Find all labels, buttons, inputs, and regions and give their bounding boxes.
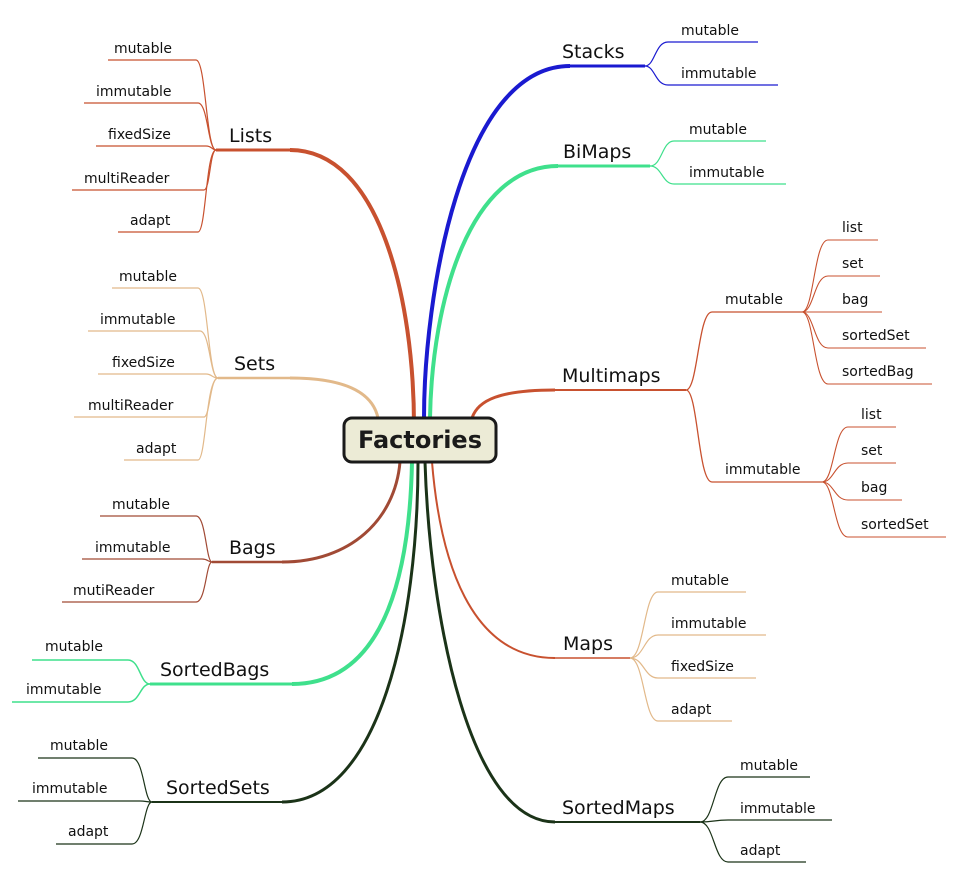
sortedbags-leaf-mutable[interactable]: mutable <box>45 639 103 655</box>
maps-leaf-adapt[interactable]: adapt <box>671 702 712 718</box>
sortedsets-leaf-adapt[interactable]: adapt <box>68 824 109 840</box>
multimaps-mutable-leaf-sortedbag[interactable]: sortedBag <box>842 364 914 380</box>
bimaps-leaf-immutable[interactable]: immutable <box>689 165 765 181</box>
multimaps-sub-lines <box>685 311 822 483</box>
sortedsets-children <box>18 757 153 845</box>
center-label: Factories <box>358 426 482 454</box>
sortedmaps-leaf-adapt[interactable]: adapt <box>740 843 781 859</box>
branch-label-sortedmaps[interactable]: SortedMaps <box>562 797 675 819</box>
lists-children <box>72 59 217 233</box>
multimaps-immutable-leaf-set[interactable]: set <box>861 443 883 459</box>
branch-label-stacks[interactable]: Stacks <box>562 41 625 63</box>
sortedsets-leaf-mutable[interactable]: mutable <box>50 738 108 754</box>
multimaps-mutable-leaf-set[interactable]: set <box>842 256 864 272</box>
multimaps-mutable-leaf-list[interactable]: list <box>842 220 863 236</box>
branch-label-sortedbags[interactable]: SortedBags <box>160 659 269 681</box>
branch-line-sortedsets <box>281 461 420 804</box>
multimaps-immutable-leaf-sortedset[interactable]: sortedSet <box>861 517 929 533</box>
branch-label-sortedsets[interactable]: SortedSets <box>166 777 270 799</box>
lists-leaf-fixedsize[interactable]: fixedSize <box>108 127 171 143</box>
stacks-children <box>644 41 778 86</box>
branch-label-maps[interactable]: Maps <box>563 633 613 655</box>
lists-leaf-adapt[interactable]: adapt <box>130 213 171 229</box>
multimaps-immutable-children <box>821 426 946 538</box>
sortedbags-leaf-immutable[interactable]: immutable <box>26 682 102 698</box>
bags-children <box>62 515 213 603</box>
branch-line-maps <box>431 461 556 659</box>
branch-label-sets[interactable]: Sets <box>234 353 275 375</box>
multimaps-immutable-leaf-bag[interactable]: bag <box>861 480 887 496</box>
bimaps-children <box>649 140 786 185</box>
bags-leaf-mutable[interactable]: mutable <box>112 497 170 513</box>
maps-children <box>629 591 766 722</box>
branch-label-bags[interactable]: Bags <box>229 537 276 559</box>
branch-line-sets <box>289 376 380 419</box>
bimaps-leaf-mutable[interactable]: mutable <box>689 122 747 138</box>
multimaps-mutable-leaf-sortedset[interactable]: sortedSet <box>842 328 910 344</box>
lists-leaf-immutable[interactable]: immutable <box>96 84 172 100</box>
branch-line-stacks <box>422 64 571 419</box>
branch-label-multimaps[interactable]: Multimaps <box>562 365 661 387</box>
sets-leaf-multireader[interactable]: multiReader <box>88 398 174 414</box>
branch-line-lists <box>289 148 416 427</box>
branch-line-sortedbags <box>291 461 414 686</box>
branch-line-multimaps <box>470 388 556 419</box>
multimaps-immutable-leaf-list[interactable]: list <box>861 407 882 423</box>
sets-leaf-fixedsize[interactable]: fixedSize <box>112 355 175 371</box>
bags-leaf-immutable[interactable]: immutable <box>95 540 171 556</box>
sets-leaf-immutable[interactable]: immutable <box>100 312 176 328</box>
branch-label-lists[interactable]: Lists <box>229 125 272 147</box>
center-node[interactable]: Factories <box>342 416 498 464</box>
maps-leaf-mutable[interactable]: mutable <box>671 573 729 589</box>
maps-leaf-immutable[interactable]: immutable <box>671 616 747 632</box>
branch-line-bimaps <box>428 164 559 419</box>
maps-leaf-fixedsize[interactable]: fixedSize <box>671 659 734 675</box>
lists-leaf-mutable[interactable]: mutable <box>114 41 172 57</box>
lists-leaf-multireader[interactable]: multiReader <box>84 171 170 187</box>
branch-line-sortedmaps <box>423 461 556 824</box>
multimaps-mutable-children <box>801 239 932 385</box>
bags-leaf-mutireader[interactable]: mutiReader <box>73 583 155 599</box>
sortedmaps-leaf-immutable[interactable]: immutable <box>740 801 816 817</box>
branch-line-bags <box>281 461 402 564</box>
sets-leaf-mutable[interactable]: mutable <box>119 269 177 285</box>
multimaps-sub-mutable[interactable]: mutable <box>725 292 783 308</box>
stacks-leaf-mutable[interactable]: mutable <box>681 23 739 39</box>
sortedsets-leaf-immutable[interactable]: immutable <box>32 781 108 797</box>
sortedmaps-children <box>699 776 832 863</box>
stacks-leaf-immutable[interactable]: immutable <box>681 66 757 82</box>
sets-leaf-adapt[interactable]: adapt <box>136 441 177 457</box>
sortedbags-children <box>12 659 151 703</box>
branch-label-bimaps[interactable]: BiMaps <box>563 141 631 163</box>
multimaps-sub-immutable[interactable]: immutable <box>725 462 801 478</box>
multimaps-mutable-leaf-bag[interactable]: bag <box>842 292 868 308</box>
sortedmaps-leaf-mutable[interactable]: mutable <box>740 758 798 774</box>
sets-children <box>74 287 219 461</box>
